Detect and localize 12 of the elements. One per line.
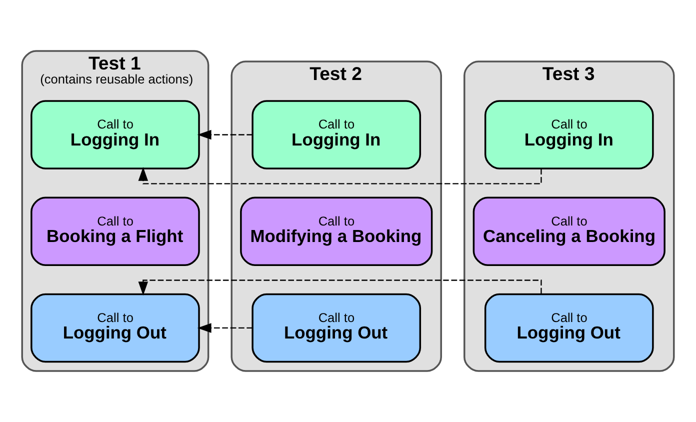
node-box: Call to Logging In bbox=[30, 100, 200, 170]
arrow bbox=[197, 130, 252, 140]
node-box: Call to Canceling a Booking bbox=[472, 196, 666, 266]
node-box: Call to Logging Out bbox=[484, 293, 654, 363]
node-box: Call to Logging In bbox=[484, 100, 654, 170]
node-box: Call to Logging In bbox=[252, 100, 422, 170]
node-box: Call to Booking a Flight bbox=[30, 196, 200, 266]
node-box: Call to Logging Out bbox=[30, 293, 200, 363]
node-box: Call to Modifying a Booking bbox=[240, 196, 433, 266]
arrow bbox=[138, 166, 542, 184]
arrow bbox=[197, 323, 252, 333]
node-box: Call to Logging Out bbox=[252, 293, 422, 363]
